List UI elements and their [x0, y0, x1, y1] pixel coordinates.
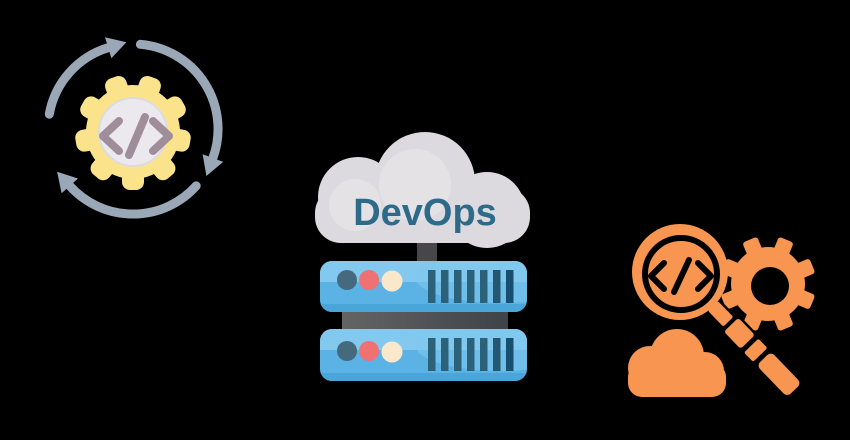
devops-cloud-server-icon: DevOps — [315, 132, 530, 381]
gear-icon — [75, 75, 191, 190]
magnifier-handle — [706, 299, 802, 398]
automation-cycle-icon — [44, 37, 224, 219]
server-vent-slats — [428, 338, 514, 371]
code-inspection-icon — [628, 224, 815, 398]
magnifier-icon — [632, 224, 728, 320]
devops-label: DevOps — [353, 192, 497, 234]
server-unit-bottom — [320, 329, 527, 381]
cloud-icon — [315, 132, 530, 248]
code-icon — [648, 257, 714, 295]
cycle-arrows-icon — [44, 39, 223, 219]
server-unit-top — [320, 261, 527, 312]
cloud-icon — [628, 329, 726, 397]
server-status-dots — [337, 270, 403, 292]
server-status-dots — [337, 341, 403, 363]
server-vent-slats — [428, 270, 514, 303]
code-icon — [99, 113, 173, 159]
server-connector-bar — [342, 312, 508, 329]
cycle-arrowheads — [57, 37, 224, 194]
